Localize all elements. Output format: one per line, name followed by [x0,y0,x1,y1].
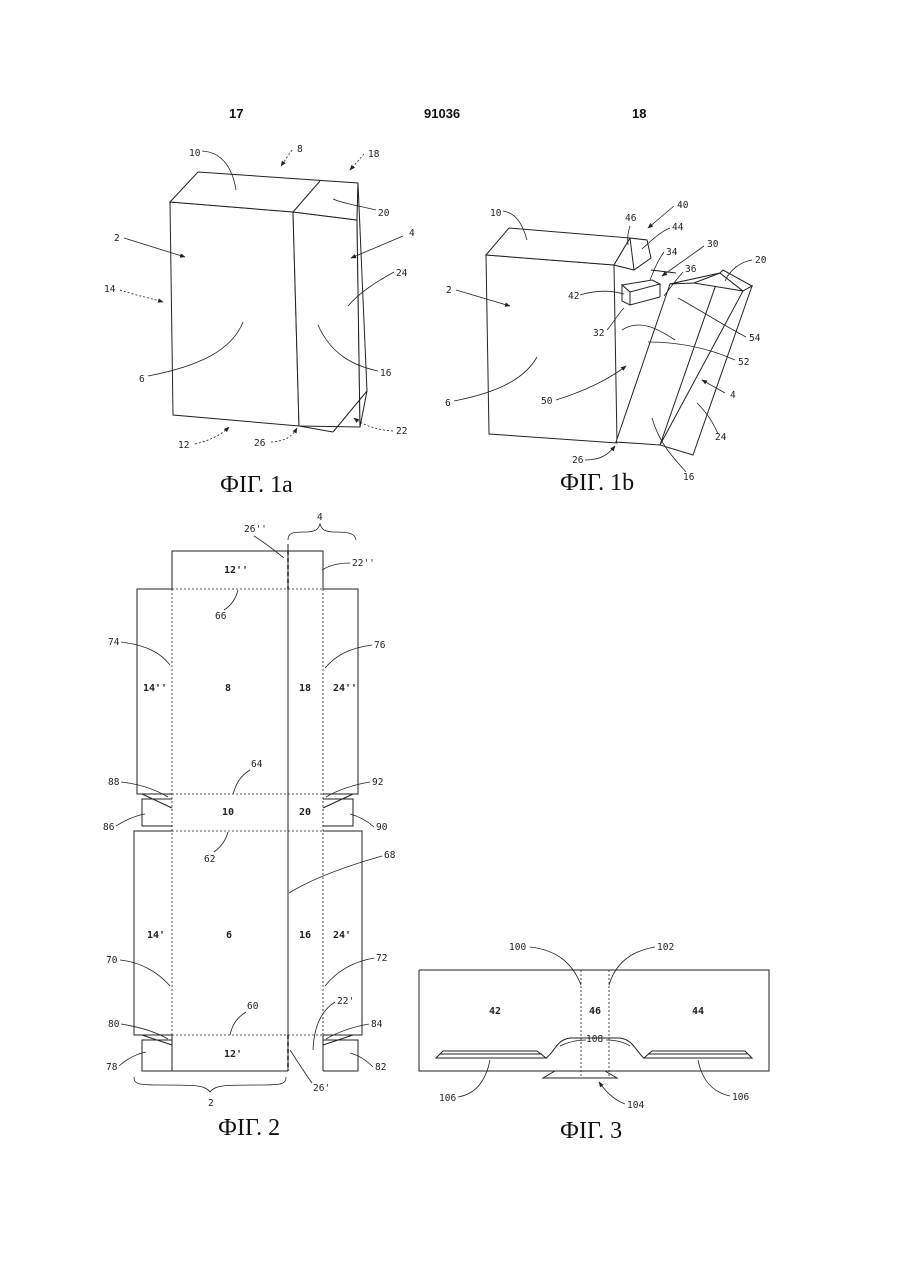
caption-fig-1b: ФІГ. 1b [560,470,634,496]
panel-14p: 14' [147,930,165,941]
panel-12p: 12' [224,1049,242,1060]
ref-20: 20 [378,208,390,219]
brace-2 [134,1077,286,1092]
ref-10: 10 [490,208,502,219]
ref-78: 78 [106,1062,118,1073]
front-face-6 [486,255,617,443]
panel-24p: 24' [333,930,351,941]
ref-76: 76 [374,640,386,651]
panel-6: 6 [226,930,232,941]
ref-60: 60 [247,1001,259,1012]
panel-24pp: 24'' [333,683,357,694]
insert-blank-outline [419,970,769,1078]
panel-20: 20 [299,807,311,818]
ref-90: 90 [376,822,388,833]
panel-14pp: 14'' [143,683,167,694]
ref-106-left: 106 [439,1093,456,1104]
ref-82: 82 [375,1062,386,1073]
ref-62: 62 [204,854,215,865]
ref-74: 74 [108,637,120,648]
caption-fig-2: ФІГ. 2 [218,1115,280,1141]
ref-4: 4 [730,390,736,401]
figure-1a: 10 8 18 20 2 4 14 24 6 16 12 26 22 ФІГ. … [104,144,415,498]
flap-44 [630,238,651,270]
ref-16: 16 [380,368,392,379]
figure-1b: 10 46 40 44 34 30 20 36 2 42 54 32 52 6 … [445,200,767,496]
ref-54: 54 [749,333,761,344]
ref-92: 92 [372,777,383,788]
ref-24: 24 [715,432,727,443]
ref-14: 14 [104,284,116,295]
brace-4 [288,524,356,540]
ref-26p: 26' [313,1083,330,1094]
box-drawing [170,172,367,432]
ref-84: 84 [371,1019,383,1030]
ref-102: 102 [657,942,674,953]
ref-52: 52 [738,357,749,368]
ref-22p: 22' [337,996,354,1007]
ref-24: 24 [396,268,408,279]
figure-2: 12'' 14'' 8 18 24'' 10 20 14' 6 16 24' 1… [103,512,396,1141]
panel-10: 10 [222,807,234,818]
ref-34: 34 [666,247,678,258]
ref-40: 40 [677,200,689,211]
panel-16: 16 [299,930,311,941]
ref-2: 2 [446,285,452,296]
ref-104: 104 [627,1100,644,1111]
ref-68: 68 [384,850,396,861]
ref-108: 108 [586,1034,603,1045]
ref-26: 26 [572,455,584,466]
ref-86: 86 [103,822,115,833]
figure-3: 42 46 44 100 102 108 106 106 104 ФІГ. 3 [419,942,769,1144]
panel-42: 42 [489,1006,501,1017]
caption-fig-3: ФІГ. 3 [560,1118,622,1144]
ref-10: 10 [189,148,201,159]
panel-18: 18 [299,683,311,694]
ref-22: 22 [396,426,407,437]
ref-2: 2 [208,1098,214,1109]
ref-32: 32 [593,328,604,339]
ref-12: 12 [178,440,189,451]
blank-outline [134,544,362,1071]
side-panel-16 [293,212,360,427]
ref-2: 2 [114,233,120,244]
ref-88: 88 [108,777,120,788]
ref-46: 46 [625,213,637,224]
panel-12pp: 12'' [224,565,248,576]
panel-8: 8 [225,683,231,694]
ref-42: 42 [568,291,579,302]
ref-20: 20 [755,255,767,266]
ref-4: 4 [317,512,323,523]
ref-22pp: 22'' [352,558,375,569]
ref-100: 100 [509,942,526,953]
panel-46: 46 [589,1006,601,1017]
opened-box-drawing [486,228,752,455]
front-face-6 [170,202,299,426]
ref-36: 36 [685,264,697,275]
ref-80: 80 [108,1019,120,1030]
ref-26pp: 26'' [244,524,267,535]
panel-44: 44 [692,1006,704,1017]
ref-4: 4 [409,228,415,239]
ref-6: 6 [139,374,145,385]
ref-44: 44 [672,222,684,233]
ref-30: 30 [707,239,719,250]
ref-26: 26 [254,438,266,449]
ref-6: 6 [445,398,451,409]
ref-18: 18 [368,149,380,160]
ref-50: 50 [541,396,553,407]
caption-fig-1a: ФІГ. 1a [220,472,293,498]
ref-72: 72 [376,953,387,964]
ref-8: 8 [297,144,303,155]
ref-66: 66 [215,611,227,622]
ref-64: 64 [251,759,263,770]
ref-16: 16 [683,472,695,483]
ref-70: 70 [106,955,118,966]
ref-106-right: 106 [732,1092,749,1103]
